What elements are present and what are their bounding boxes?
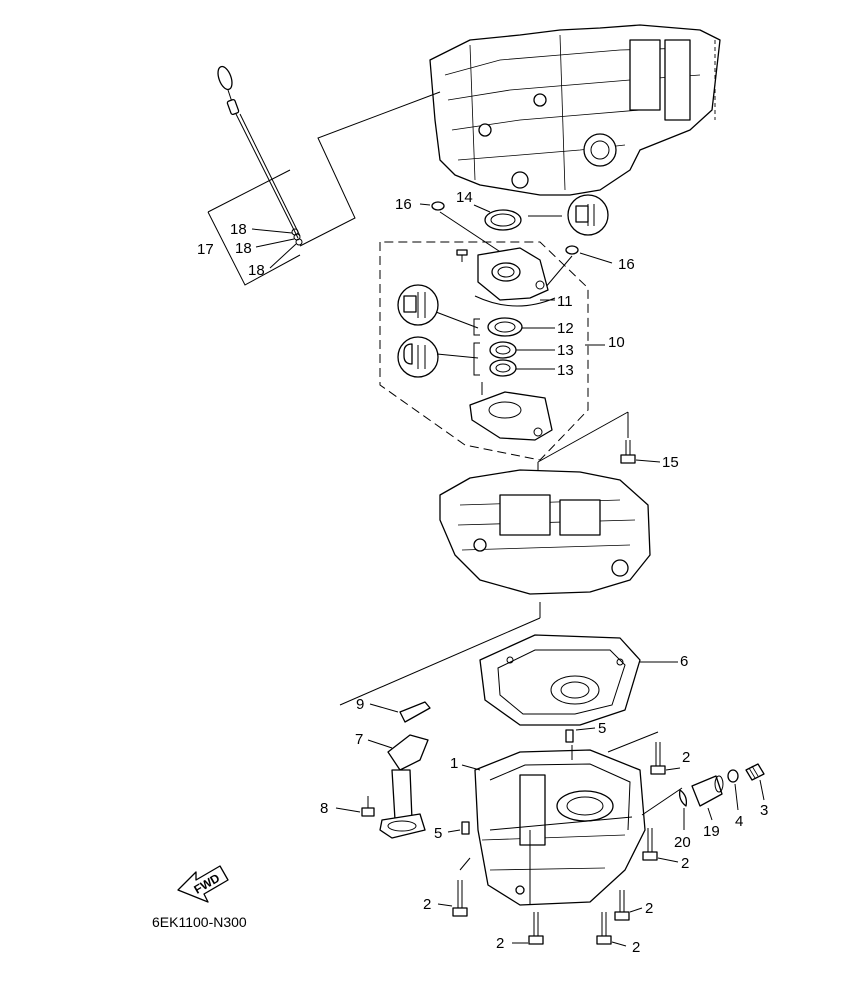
- callout-19: 19: [703, 823, 720, 840]
- upper-casing: [439, 469, 651, 595]
- dowel-pin-5-lower: [461, 821, 470, 835]
- dowel-pin-5-upper: [565, 729, 574, 743]
- callout-5-lower: 5: [434, 825, 442, 842]
- callout-14: 14: [456, 189, 473, 206]
- bolt-2-mid-right: [642, 828, 658, 861]
- callout-13-lower: 13: [557, 362, 574, 379]
- oil-seal-housing: [474, 247, 556, 307]
- diagram-code: 6EK1100-N300: [152, 914, 247, 930]
- grease-icon: [397, 284, 439, 326]
- callout-16-right: 16: [618, 256, 635, 273]
- callout-18-b: 18: [235, 240, 252, 257]
- o-ring-16-right: [565, 245, 579, 255]
- bolt-2-left: [452, 880, 468, 917]
- callout-18-a: 18: [230, 221, 247, 238]
- bolt-2-upper-right: [650, 742, 666, 775]
- callout-12: 12: [557, 320, 574, 337]
- callout-9: 9: [356, 696, 364, 713]
- o-ring-16-left: [431, 201, 445, 211]
- screw: [456, 249, 468, 262]
- callout-11: 11: [557, 293, 573, 310]
- grease-icon: [567, 194, 609, 236]
- callout-16-left: 16: [395, 196, 412, 213]
- oil-strainer-7: [379, 734, 429, 839]
- clip-20: [678, 789, 688, 807]
- gasket-6: [479, 634, 641, 726]
- callout-6: 6: [680, 653, 688, 670]
- callout-15: 15: [662, 454, 679, 471]
- callout-4: 4: [735, 813, 743, 830]
- callout-2-mid-right: 2: [681, 855, 689, 872]
- callout-10: 10: [608, 334, 625, 351]
- callout-2-bottom-right: 2: [632, 939, 640, 956]
- plug-19: [691, 775, 724, 807]
- callout-18-c: 18: [248, 262, 265, 279]
- bolt-2-bottom-right: [596, 912, 612, 945]
- bolt-2-bottom-far-right: [614, 890, 630, 921]
- gasket-4: [727, 769, 739, 783]
- callout-2-bottom-center: 2: [496, 935, 504, 952]
- drain-screw-3: [745, 763, 765, 781]
- callout-1: 1: [450, 755, 458, 772]
- grease-icon: [397, 336, 439, 378]
- housing-lower: [469, 382, 553, 441]
- o-ring-9: [399, 701, 431, 723]
- callout-2-upper-right: 2: [682, 749, 690, 766]
- bolt-15: [620, 440, 636, 464]
- lower-casing-1: [474, 749, 646, 906]
- dipstick-bracket: [207, 169, 301, 286]
- oil-seal-14: [484, 209, 522, 231]
- callout-labels: 16 14 16 11 12 13 13 10 15 18 17 18 18 6…: [197, 189, 768, 956]
- callout-5-upper: 5: [598, 720, 606, 737]
- bolt-2-bottom-center: [528, 912, 544, 945]
- dipstick: [217, 65, 303, 246]
- callout-3: 3: [760, 802, 768, 819]
- callout-20: 20: [674, 834, 691, 851]
- callout-2-left: 2: [423, 896, 431, 913]
- engine-block: [429, 24, 721, 196]
- callout-2-bottom-far-right: 2: [645, 900, 653, 917]
- callout-7: 7: [355, 731, 363, 748]
- callout-17: 17: [197, 241, 214, 258]
- fwd-arrow-icon: FWD: [177, 865, 229, 903]
- bolt-8: [361, 796, 375, 817]
- bearing-13-lower: [489, 359, 517, 377]
- assembly-dashed-boundary: [379, 241, 589, 461]
- oil-seal-12: [487, 317, 523, 337]
- bearing-13-upper: [489, 341, 517, 359]
- callout-8: 8: [320, 800, 328, 817]
- callout-13-upper: 13: [557, 342, 574, 359]
